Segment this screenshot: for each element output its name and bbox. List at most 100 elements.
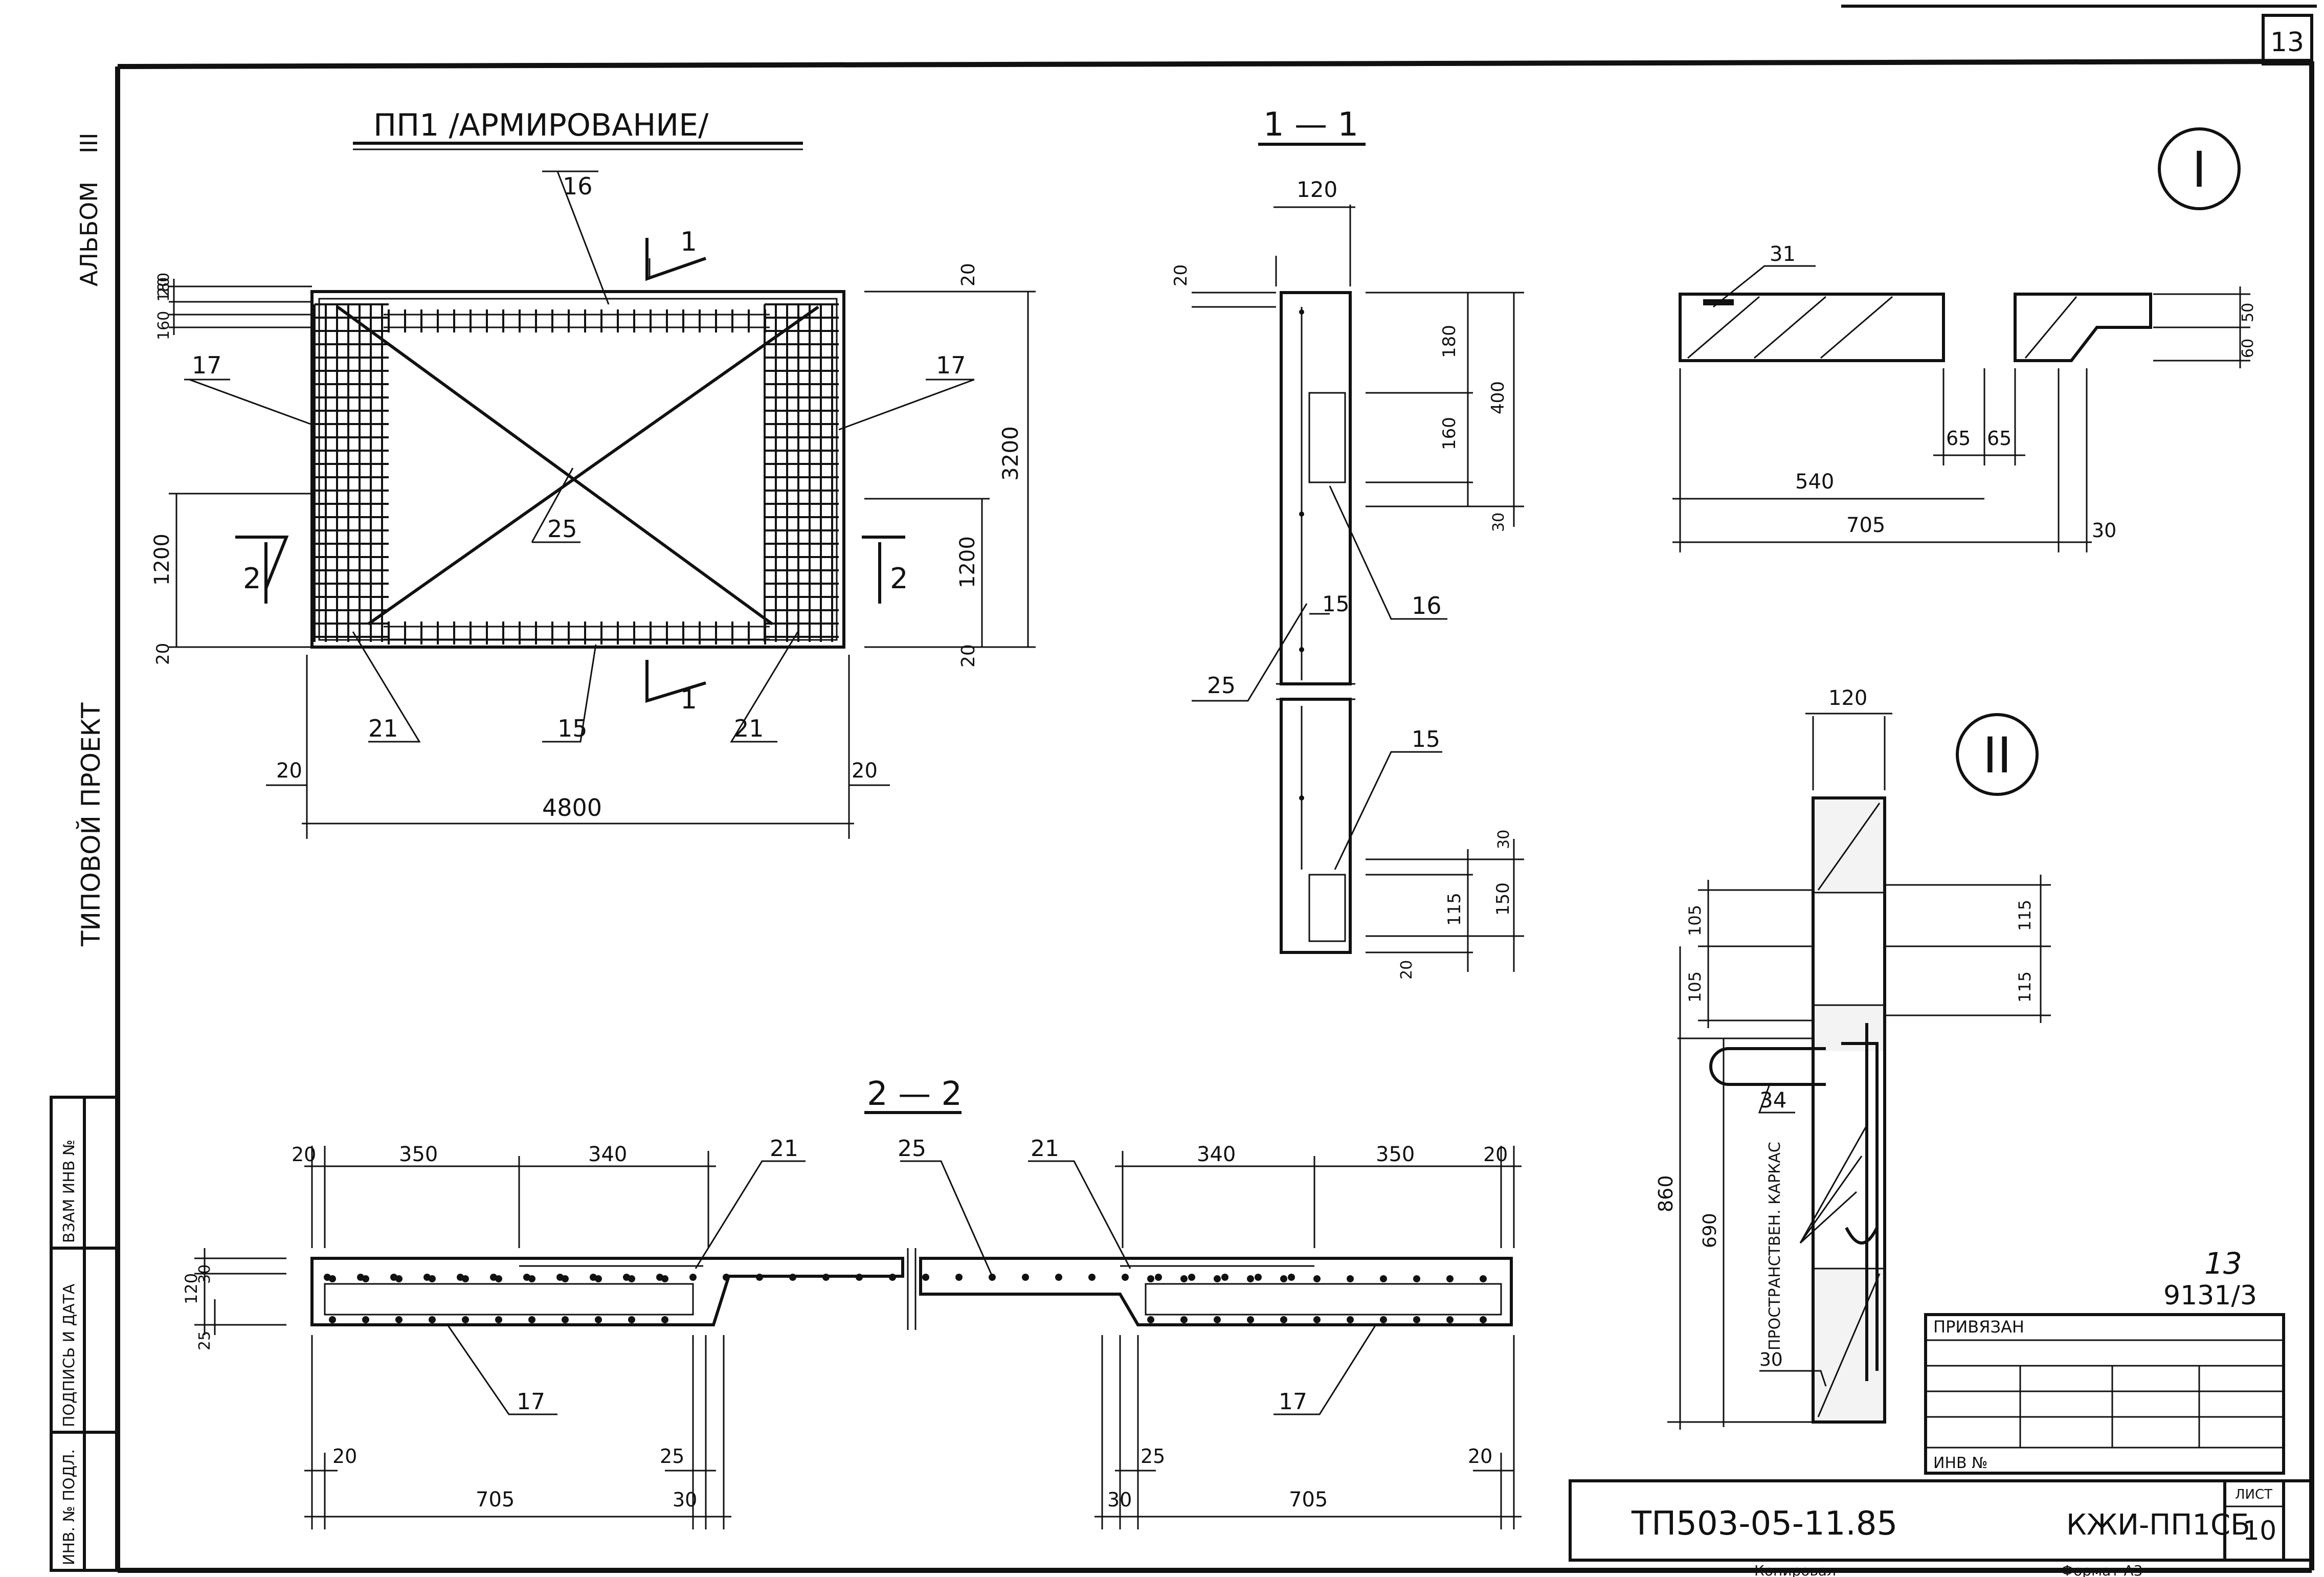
format-label: Формат А3 <box>2061 1562 2142 1577</box>
side-cell-inv: ИНВ. № ПОДЛ. <box>60 1449 78 1565</box>
section-2-2-bottom-705-left: 705 <box>476 1488 515 1512</box>
node-I-dim-60: 60 <box>2239 339 2257 358</box>
node-I-dim-30: 30 <box>2092 519 2116 542</box>
plan-section-1-bottom: 1 <box>680 684 697 715</box>
node-I-callout <box>2158 127 2241 210</box>
plan-mark-16: 16 <box>563 172 593 200</box>
section-1-1-dim-115: 115 <box>1444 893 1465 926</box>
plan-offset-right: 20 <box>852 759 878 783</box>
section-1-1: 1 — 1 120 20 180 160 400 30 <box>1171 106 1524 980</box>
section-2-2-mark-21-left: 21 <box>770 1136 798 1162</box>
side-strip: АЛЬБОМ III ТИПОВОЙ ПРОЕКТ ИНВ. № ПОДЛ. П… <box>50 132 119 1572</box>
section-2-2-top-340-left: 340 <box>588 1143 627 1166</box>
section-2-2-bottom-20-left: 20 <box>332 1445 357 1468</box>
section-1-1-dim-180: 180 <box>1439 325 1460 358</box>
plan-view: ПП1 /АРМИРОВАНИЕ/ 1 1 2 2 16 17 17 <box>150 107 1036 839</box>
plan-mark-15: 15 <box>557 715 588 742</box>
section-2-2-top-20-right: 20 <box>1483 1143 1508 1166</box>
plan-section-2-right: 2 <box>890 562 908 595</box>
plan-bottom-offset-right: 20 <box>958 644 979 668</box>
section-1-1-mark-15-upper: 15 <box>1322 591 1349 616</box>
section-2-2-mark-17-right: 17 <box>1279 1389 1307 1415</box>
node-II-callout <box>1956 713 2039 796</box>
plan-right-span: 1200 <box>956 536 979 588</box>
plan-top-offset-20: 20 <box>155 277 173 297</box>
section-1-1-width: 120 <box>1297 177 1337 202</box>
album-label: АЛЬБОМ <box>75 182 103 286</box>
plan-left-span: 1200 <box>150 534 174 586</box>
section-2-2-bottom-30-left: 30 <box>673 1489 697 1511</box>
section-2-2-mark-25: 25 <box>898 1136 926 1162</box>
node-II-mark-30: 30 <box>1759 1349 1783 1370</box>
node-II-mark-34: 34 <box>1759 1087 1786 1113</box>
section-1-1-dim-400: 400 <box>1488 381 1508 414</box>
section-2-2-bottom-25-right: 25 <box>1141 1445 1165 1468</box>
node-II-dim-105-a: 105 <box>1685 905 1705 936</box>
section-1-1-dim-20: 20 <box>1398 960 1416 980</box>
section-2-2-title: 2 — 2 <box>867 1075 962 1113</box>
node-II-vertical-note: ПРОСТРАНСТВЕН. КАРКАС <box>1766 1142 1784 1350</box>
plan-right-top-offset: 20 <box>958 263 979 286</box>
node-I-label: I <box>2192 141 2206 198</box>
node-II-dim-860: 860 <box>1655 1175 1677 1212</box>
section-1-1-dim-30-bottom: 30 <box>1495 830 1513 849</box>
section-1-1-dim-30-top: 30 <box>1490 513 1508 532</box>
plan-mark-17-right: 17 <box>936 351 966 379</box>
plan-top-offset-180: 180 <box>155 273 173 302</box>
stamp-sheet-number: 13 <box>2204 1246 2242 1281</box>
node-II-dim-690: 690 <box>1700 1213 1720 1248</box>
project-type-label: ТИПОВОЙ ПРОЕКТ <box>76 702 106 947</box>
sheet-frame: 13 <box>115 5 2317 1573</box>
section-2-2-mark-21-right: 21 <box>1031 1136 1059 1162</box>
node-II-width: 120 <box>1828 686 1867 710</box>
section-2-2: 2 — 2 20 350 340 340 350 20 120 30 25 <box>182 1075 1522 1529</box>
node-I-mark-31: 31 <box>1770 242 1796 266</box>
section-2-2-left-30: 30 <box>196 1264 214 1284</box>
plan-title: ПП1 /АРМИРОВАНИЕ/ <box>373 107 709 143</box>
section-2-2-mark-17-left: 17 <box>517 1389 545 1415</box>
section-2-2-left-120: 120 <box>182 1273 201 1304</box>
plan-mark-21-left: 21 <box>368 715 398 742</box>
binding-label: ПРИВЯЗАН <box>1933 1317 2024 1337</box>
section-1-1-mark-25: 25 <box>1207 673 1236 699</box>
node-I-dim-540: 540 <box>1795 470 1834 494</box>
section-1-1-mark-15-lower: 15 <box>1412 726 1440 752</box>
section-1-1-top-offset: 20 <box>1171 264 1191 286</box>
inv-label: ИНВ № <box>1933 1454 1987 1472</box>
side-cell-sign: ПОДПИСЬ И ДАТА <box>60 1283 78 1427</box>
plan-mark-21-right: 21 <box>734 715 764 742</box>
section-2-2-top-340-right: 340 <box>1197 1143 1236 1166</box>
plan-top-offset-160: 160 <box>155 311 173 340</box>
sheet-number: 10 <box>2243 1516 2276 1546</box>
node-II-dim-115-b: 115 <box>2015 971 2035 1003</box>
node-I-dim-705: 705 <box>1846 514 1885 537</box>
title-block: 13 9131/3 ПРИВЯЗАН ИНВ № ТП503-05-11.85 … <box>1569 1246 2313 1577</box>
node-I-dim-65-a: 65 <box>1946 427 1971 450</box>
node-I-dim-65-b: 65 <box>1987 427 2012 450</box>
node-II-label: II <box>1983 727 2012 784</box>
album-number: III <box>75 132 103 153</box>
stamp-number: 9131/3 <box>2163 1280 2257 1311</box>
section-2-2-bottom-30-right: 30 <box>1107 1489 1132 1511</box>
section-2-2-bottom-705-right: 705 <box>1289 1488 1328 1512</box>
plan-offset-left: 20 <box>276 759 302 783</box>
node-I: I 31 50 60 65 65 540 705 30 <box>1672 127 2257 552</box>
sheet-corner-number: 13 <box>2270 27 2304 58</box>
section-2-2-top-20-left: 20 <box>292 1143 316 1166</box>
corner-meshes <box>314 303 839 642</box>
plan-width-dim: 4800 <box>542 794 602 821</box>
section-1-1-mark-16: 16 <box>1412 592 1442 619</box>
drawing-code: ТП503-05-11.85 <box>1631 1505 1897 1543</box>
sheet-label: ЛИСТ <box>2235 1487 2272 1502</box>
longitudinal-bars <box>324 1274 1487 1323</box>
copied-label: Копировал <box>1754 1562 1836 1577</box>
node-I-dim-50: 50 <box>2239 303 2257 322</box>
plan-section-2-left: 2 <box>243 562 261 595</box>
plan-bottom-offset-left: 20 <box>153 643 173 665</box>
plan-mark-17-left: 17 <box>192 351 222 379</box>
plan-mark-25: 25 <box>547 515 577 543</box>
section-1-1-dim-150: 150 <box>1493 882 1513 916</box>
section-2-2-left-25: 25 <box>196 1331 214 1350</box>
side-cell-replace: ВЗАМ ИНВ № <box>60 1140 78 1243</box>
